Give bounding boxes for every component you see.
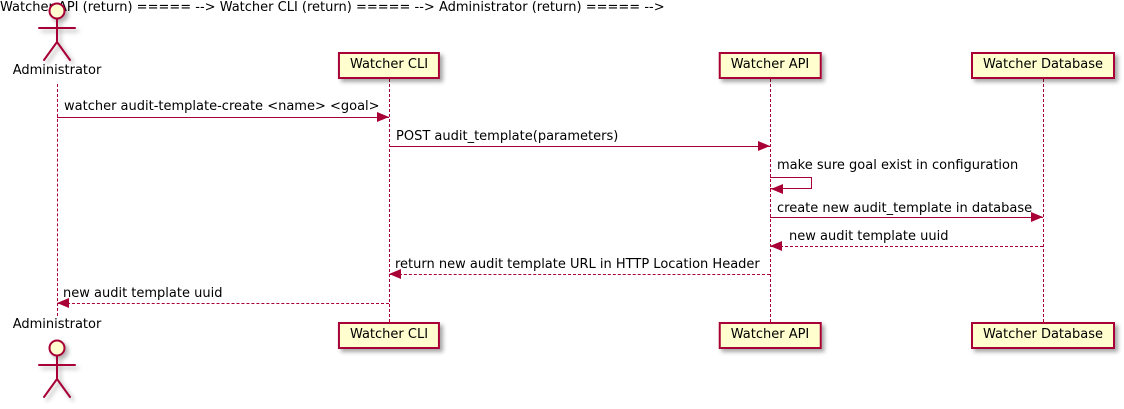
lifeline-administrator [57, 84, 58, 316]
message-2-line [389, 146, 770, 147]
actor-label-top: Administrator [12, 63, 102, 78]
message-5-label: new audit template uuid [789, 229, 949, 244]
actor-label-bottom: Administrator [12, 317, 102, 332]
message-4-line [770, 217, 1043, 218]
participant-box-watcher-cli-top: Watcher CLI [337, 52, 441, 79]
message-7-arrowhead-icon [57, 298, 69, 308]
message-3-label: make sure goal exist in configuration [777, 158, 1019, 173]
message-6-label: return new audit template URL in HTTP Lo… [395, 257, 760, 272]
message-7-label: new audit template uuid [63, 286, 223, 301]
lifeline-watcher-api [770, 79, 771, 322]
message-6-arrowhead-icon [389, 269, 401, 279]
message-4-arrowhead-icon [1031, 212, 1043, 222]
message-3-arrowhead-icon [771, 184, 783, 194]
participant-box-watcher-cli-bottom: Watcher CLI [337, 322, 441, 349]
message-1-arrowhead-icon [377, 112, 389, 122]
message-5-arrowhead-icon [770, 241, 782, 251]
participant-box-watcher-database-bottom: Watcher Database [971, 322, 1115, 349]
message-2-arrowhead-icon [758, 141, 770, 151]
administrator-actor-icon [38, 2, 76, 61]
administrator-actor-icon-bottom [38, 339, 76, 398]
lifeline-watcher-database [1043, 79, 1044, 322]
message-4-label: create new audit_template in database [777, 201, 1033, 216]
participant-box-watcher-api-top: Watcher API [718, 52, 822, 79]
participant-box-watcher-database-top: Watcher Database [971, 52, 1115, 79]
message-2-label: POST audit_template(parameters) [396, 129, 619, 144]
message-1-line [57, 117, 389, 118]
lifeline-watcher-cli [389, 79, 390, 322]
message-1-label: watcher audit-template-create <name> <go… [64, 99, 380, 114]
message-5-line [770, 246, 1043, 247]
participant-box-watcher-api-bottom: Watcher API [718, 322, 822, 349]
message-3-self-loop [770, 177, 812, 189]
message-7-line [57, 303, 389, 304]
message-6-line [389, 274, 770, 275]
